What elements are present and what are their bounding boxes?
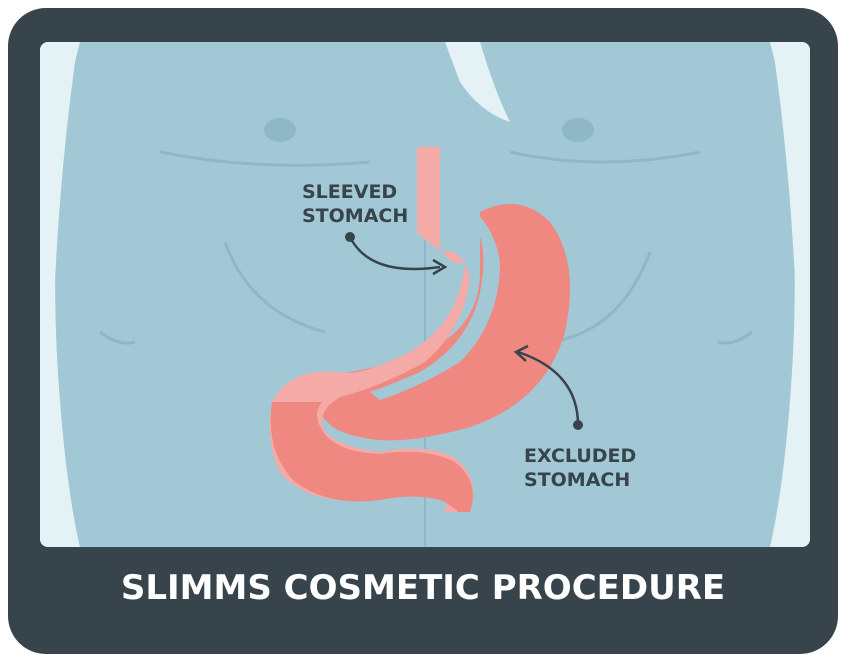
excluded-label-line1: EXCLUDED bbox=[524, 445, 637, 467]
excluded-stomach-label: EXCLUDED STOMACH bbox=[524, 444, 636, 492]
excluded-arrow bbox=[517, 350, 580, 426]
left-arm-gap bbox=[55, 42, 150, 547]
nipple-right bbox=[562, 118, 594, 142]
chest-line-left bbox=[159, 150, 371, 167]
excluded-arrow-dot bbox=[573, 420, 583, 430]
rib-line-right bbox=[549, 251, 652, 344]
left-side-light bbox=[40, 42, 78, 547]
excluded-label-line2: STOMACH bbox=[524, 469, 631, 491]
sleeved-label-line2: STOMACH bbox=[302, 205, 409, 227]
sleeved-stomach bbox=[269, 147, 474, 512]
right-side-light bbox=[772, 42, 810, 547]
diagram-frame: SLEEVED STOMACH EXCLUDED STOMACH SLIMMS … bbox=[8, 8, 838, 654]
procedure-caption: SLIMMS COSMETIC PROCEDURE bbox=[120, 568, 726, 608]
nipple-left bbox=[264, 118, 296, 142]
neck-highlight bbox=[445, 42, 510, 122]
side-mark-right bbox=[717, 330, 753, 345]
chest-line-right bbox=[509, 150, 701, 164]
sleeved-label-line1: SLEEVED bbox=[302, 181, 398, 203]
excluded-arrowhead bbox=[513, 344, 529, 362]
duodenum bbox=[270, 402, 473, 512]
sleeved-arrow-dot bbox=[345, 232, 355, 242]
illustration-panel: SLEEVED STOMACH EXCLUDED STOMACH bbox=[40, 42, 810, 547]
staple-gap bbox=[370, 217, 500, 400]
torso-illustration bbox=[40, 42, 810, 547]
sleeved-arrow bbox=[348, 236, 441, 271]
side-mark-left bbox=[99, 330, 136, 345]
sleeved-stomach-label: SLEEVED STOMACH bbox=[302, 180, 408, 228]
rib-line-left bbox=[223, 241, 326, 334]
sleeved-arrowhead bbox=[432, 258, 448, 276]
